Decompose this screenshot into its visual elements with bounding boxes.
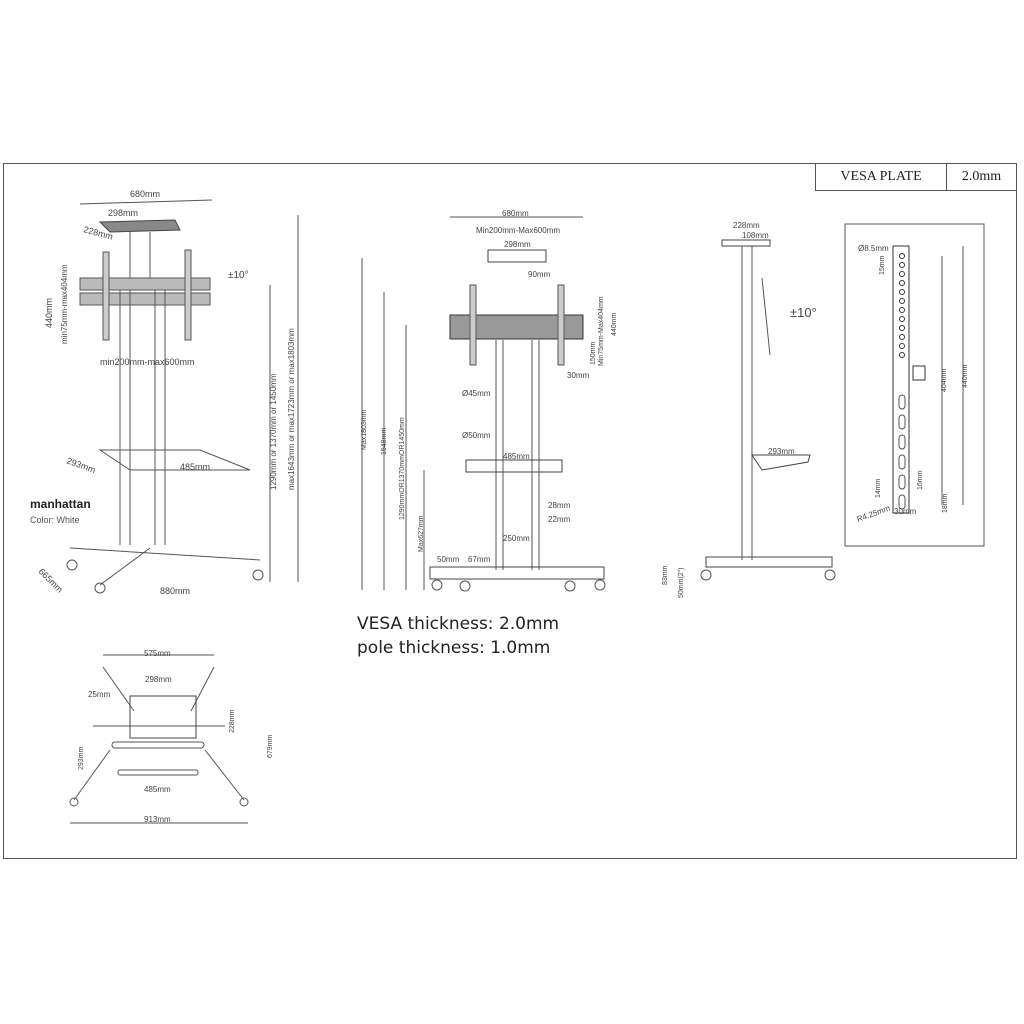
- dim-pitch: 15mm: [879, 255, 886, 275]
- dim-18: 18mm: [942, 493, 949, 513]
- dim-228: 228mm: [229, 709, 236, 733]
- dim-680: 680mm: [130, 189, 160, 199]
- dim-108: 108mm: [742, 231, 769, 240]
- dim-913: 913mm: [144, 815, 171, 824]
- brand-block: manhattan Color: White: [30, 497, 91, 525]
- dim-67: 67mm: [468, 555, 491, 564]
- dim-max-627: Max627mm: [418, 515, 425, 552]
- dim-575: 575mm: [144, 649, 171, 658]
- tilt-label: ±10°: [790, 305, 817, 320]
- dim-485: 485mm: [180, 462, 210, 472]
- dim-25: 25mm: [88, 690, 111, 699]
- dim-28: 28mm: [548, 501, 571, 510]
- dim-height-options: 1290mm or 1370mm or 1450mm: [269, 373, 278, 490]
- dim-height-options: 1290mmOR1370mmOR1450mm: [399, 417, 406, 520]
- dim-90: 90mm: [528, 270, 551, 279]
- dim-293: 293mm: [65, 455, 97, 475]
- dim-50: 50mm: [437, 555, 460, 564]
- side-view: 228mm 108mm ±10° 293mm 83mm 50mm(2"): [662, 221, 836, 599]
- dim-vesa-v: Min75mm-Max404mm: [598, 296, 605, 366]
- dim-298: 298mm: [145, 675, 172, 684]
- plate-detail-view: Ø8.5mm 15mm 404mm 440mm 14mm 16mm R4.25m…: [844, 223, 985, 547]
- dim-16: 16mm: [917, 470, 924, 490]
- dim-1548: 1548mm: [381, 428, 388, 455]
- dim-440: 440mm: [611, 312, 618, 336]
- dim-30: 30mm: [894, 507, 917, 516]
- pole-thickness-note: pole thickness: 1.0mm: [357, 638, 551, 658]
- tilt-label: ±10°: [228, 270, 249, 281]
- top-view: 575mm 298mm 25mm 228mm 293mm 485mm 679mm…: [69, 649, 274, 824]
- dim-vesa-h: min200mm-max600mm: [100, 357, 195, 367]
- dim-83: 83mm: [662, 565, 669, 585]
- dim-298: 298mm: [504, 240, 531, 249]
- dim-293: 293mm: [78, 746, 85, 770]
- dim-max-1803: Max1803mm: [361, 409, 368, 450]
- dim-pole-45: Ø45mm: [462, 389, 491, 398]
- iso-view: 680mm 298mm 228mm ±10° 440mm min75mm-max…: [37, 189, 299, 596]
- vesa-thickness-note: VESA thickness: 2.0mm: [357, 614, 560, 634]
- dim-22: 22mm: [548, 515, 571, 524]
- dim-404: 404mm: [941, 368, 948, 392]
- dim-150: 150mm: [590, 341, 597, 365]
- dim-665: 665mm: [37, 566, 65, 594]
- dim-radius: R4.25mm: [856, 503, 892, 523]
- dim-440: 440mm: [44, 298, 54, 328]
- front-view: 680mm Min200mm-Max600mm 298mm 90mm 150mm…: [361, 209, 618, 592]
- dim-228: 228mm: [733, 221, 760, 230]
- dim-hole: Ø8.5mm: [858, 244, 889, 253]
- dim-440: 440mm: [962, 364, 969, 388]
- dim-vesa-v: min75mm-max404mm: [60, 264, 69, 344]
- dim-30: 30mm: [567, 371, 590, 380]
- dim-880: 880mm: [160, 586, 190, 596]
- dim-680: 680mm: [502, 209, 529, 218]
- dim-485: 485mm: [144, 785, 171, 794]
- thickness-notes: VESA thickness: 2.0mm pole thickness: 1.…: [357, 612, 559, 660]
- dim-caster: 50mm(2"): [678, 568, 685, 599]
- dim-vesa-h: Min200mm-Max600mm: [476, 226, 560, 235]
- dim-14: 14mm: [875, 478, 882, 498]
- dim-max-options: max1643mm or max1723mm or max1803mm: [287, 328, 296, 490]
- title-block-value: 2.0mm: [961, 169, 1002, 184]
- dim-679: 679mm: [267, 734, 274, 758]
- dim-pole-50: Ø50mm: [462, 431, 491, 440]
- manhattan-logo: manhattan: [30, 497, 91, 511]
- color-label: Color: White: [30, 515, 80, 525]
- dim-298: 298mm: [108, 208, 138, 218]
- title-block: VESA PLATE 2.0mm: [815, 163, 1017, 191]
- dim-293: 293mm: [768, 447, 795, 456]
- dim-485: 485mm: [503, 452, 530, 461]
- drawing-sheet-border: [3, 163, 1017, 859]
- title-block-label: VESA PLATE: [816, 164, 947, 190]
- dim-250: 250mm: [503, 534, 530, 543]
